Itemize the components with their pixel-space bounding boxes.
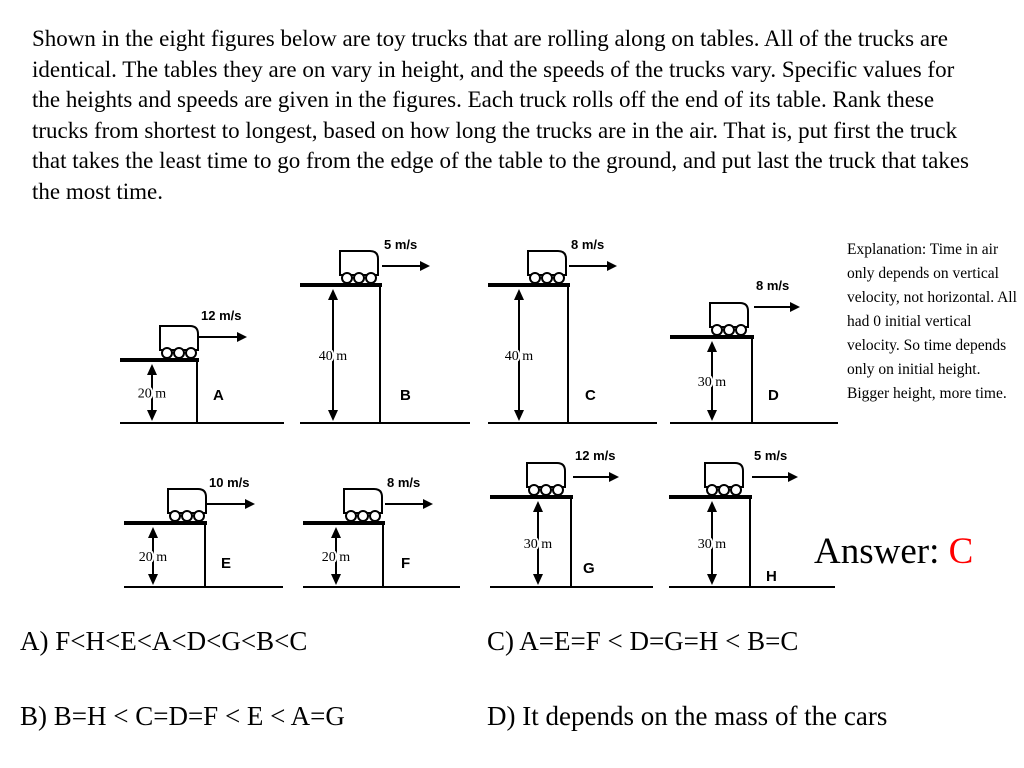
- height-label: 20 m: [138, 387, 167, 402]
- figure-a: 12 m/s 20 m A: [120, 308, 284, 424]
- arrow-up-icon: [147, 364, 157, 375]
- choice-c: C) A=E=F < D=G=H < B=C: [487, 626, 799, 656]
- truck-icon: [704, 462, 744, 496]
- speed-label: 5 m/s: [384, 237, 417, 252]
- figure-b: 5 m/s 40 m B: [300, 237, 470, 424]
- answer-line: Answer: C: [814, 530, 973, 574]
- arrow-down-icon: [514, 410, 524, 421]
- arrow-up-icon: [148, 527, 158, 538]
- figure-h: 5 m/s 30 m H: [669, 448, 835, 588]
- figure-e: 10 m/s 20 m E: [124, 475, 283, 588]
- arrow-head-icon: [607, 261, 617, 271]
- height-label: 40 m: [319, 349, 348, 364]
- truck-icon: [343, 488, 383, 522]
- truck-icon: [527, 250, 567, 284]
- arrow-down-icon: [328, 410, 338, 421]
- truck-icon: [167, 488, 207, 522]
- figure-g: 12 m/s 30 m G: [490, 448, 653, 588]
- arrow-up-icon: [707, 501, 717, 512]
- figure-letter: B: [400, 387, 411, 404]
- speed-label: 8 m/s: [571, 237, 604, 252]
- height-label: 20 m: [322, 550, 351, 565]
- figure-letter: H: [766, 568, 777, 585]
- truck-icon: [159, 325, 199, 359]
- arrow-head-icon: [423, 499, 433, 509]
- arrow-head-icon: [788, 472, 798, 482]
- arrow-down-icon: [148, 574, 158, 585]
- question-text: Shown in the eight figures below are toy…: [32, 26, 969, 204]
- figure-d: 8 m/s 30 m D: [670, 278, 838, 424]
- choice-a: A) F<H<E<A<D<G<B<C: [20, 626, 308, 656]
- arrow-up-icon: [331, 527, 341, 538]
- arrow-head-icon: [609, 472, 619, 482]
- truck-icon: [709, 302, 749, 336]
- speed-label: 8 m/s: [756, 278, 789, 293]
- speed-label: 5 m/s: [754, 448, 787, 463]
- arrow-down-icon: [533, 574, 543, 585]
- arrow-head-icon: [237, 332, 247, 342]
- arrow-down-icon: [331, 574, 341, 585]
- truck-icon: [526, 462, 566, 496]
- arrow-up-icon: [707, 341, 717, 352]
- speed-label: 8 m/s: [387, 475, 420, 490]
- figure-letter: C: [585, 387, 596, 404]
- arrow-down-icon: [707, 574, 717, 585]
- truck-icon: [339, 250, 379, 284]
- height-label: 40 m: [505, 349, 534, 364]
- figure-letter: E: [221, 555, 231, 572]
- speed-label: 10 m/s: [209, 475, 249, 490]
- answer-label: Answer:: [814, 531, 949, 572]
- figure-letter: G: [583, 560, 595, 577]
- height-label: 30 m: [524, 537, 553, 552]
- arrow-head-icon: [245, 499, 255, 509]
- height-label: 30 m: [698, 375, 727, 390]
- figure-letter: F: [401, 555, 410, 572]
- answer-letter: C: [948, 531, 974, 572]
- arrow-head-icon: [790, 302, 800, 312]
- arrow-up-icon: [514, 289, 524, 300]
- choice-b: B) B=H < C=D=F < E < A=G: [20, 701, 345, 731]
- figure-letter: D: [768, 387, 779, 404]
- arrow-up-icon: [533, 501, 543, 512]
- speed-label: 12 m/s: [201, 308, 241, 323]
- figure-f: 8 m/s 20 m F: [303, 475, 460, 588]
- arrow-head-icon: [420, 261, 430, 271]
- explanation-text: Explanation: Time in air only depends on…: [847, 241, 1017, 402]
- arrow-up-icon: [328, 289, 338, 300]
- figure-letter: A: [213, 387, 224, 404]
- arrow-down-icon: [147, 410, 157, 421]
- choice-d: D) It depends on the mass of the cars: [487, 701, 888, 731]
- speed-label: 12 m/s: [575, 448, 615, 463]
- figure-c: 8 m/s 40 m C: [488, 237, 657, 424]
- height-label: 20 m: [139, 550, 168, 565]
- height-label: 30 m: [698, 537, 727, 552]
- arrow-down-icon: [707, 410, 717, 421]
